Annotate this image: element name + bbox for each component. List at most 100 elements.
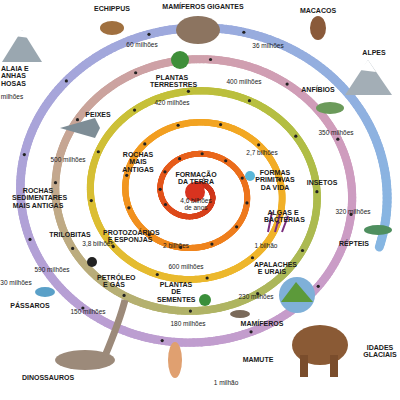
era-label: FORMAÇÃO DA TERRA xyxy=(174,171,218,186)
time-marker xyxy=(161,339,164,342)
time-marker xyxy=(54,181,57,184)
era-label: PETRÓLEO E GÁS xyxy=(97,274,131,289)
reptile-icon xyxy=(364,225,392,235)
time-marker xyxy=(156,273,159,276)
time-marker xyxy=(134,71,137,74)
era-label: ALPES xyxy=(362,49,385,56)
era-label: RÉPTEIS xyxy=(339,240,369,247)
amphibian-icon xyxy=(316,102,344,114)
landscape-icon xyxy=(279,277,315,313)
plant-icon xyxy=(171,51,189,69)
time-marker xyxy=(23,153,26,156)
time-marker xyxy=(97,150,100,153)
time-marker xyxy=(76,118,79,121)
snow-cap xyxy=(360,60,376,72)
era-label: TRILOBITAS xyxy=(49,231,90,238)
time-marker xyxy=(251,256,254,259)
time-marker xyxy=(315,190,318,193)
time-marker xyxy=(164,203,167,206)
time-marker xyxy=(294,135,297,138)
time-marker xyxy=(245,201,248,204)
era-label: INSETOS xyxy=(307,179,338,186)
time-marker xyxy=(90,199,93,202)
time-marker xyxy=(317,285,320,288)
time-marker xyxy=(257,143,260,146)
time-label: 60 milhões xyxy=(126,42,157,49)
era-label: PLANTAS TERRESTRES xyxy=(150,74,194,89)
mammal-icon xyxy=(176,16,220,44)
time-marker xyxy=(122,294,125,297)
time-label: 1 bilhão xyxy=(255,243,278,250)
era-label: DINOSSAUROS xyxy=(22,374,74,381)
time-label: 350 milhões xyxy=(318,130,353,137)
spiral-segment xyxy=(379,243,380,247)
time-marker xyxy=(206,276,209,279)
time-label: 600 milhões xyxy=(168,264,203,271)
era-label: IDADES GLACIAIS xyxy=(363,344,397,359)
time-marker xyxy=(65,79,68,82)
time-marker xyxy=(241,176,244,179)
era-label: ALGAS E BACTÉRIAS xyxy=(264,209,302,224)
time-marker xyxy=(143,142,146,145)
time-marker xyxy=(336,138,339,141)
time-label: 4,6 bilhões de anos xyxy=(176,198,216,212)
spiral-segment xyxy=(160,171,166,177)
era-label: PLANTAS DE SEMENTES xyxy=(157,281,195,303)
mammoth-leg xyxy=(300,355,308,377)
time-marker xyxy=(177,124,180,127)
spiral-segment xyxy=(161,170,167,176)
era-label: MAMÍFEROS GIGANTES xyxy=(162,3,243,10)
human-icon xyxy=(168,342,182,378)
mammoth-leg xyxy=(330,355,338,377)
time-marker xyxy=(127,206,130,209)
time-marker xyxy=(187,90,190,93)
time-label: 590 milhões xyxy=(34,267,69,274)
era-label: MACACOS xyxy=(300,7,336,14)
spiral-segment xyxy=(238,172,244,179)
time-marker xyxy=(235,225,238,228)
time-label: 2,7 bilhões xyxy=(246,150,277,157)
era-label: PEIXES xyxy=(85,111,110,118)
bird-icon xyxy=(35,287,55,297)
cell-icon xyxy=(245,171,255,181)
dinosaur-neck xyxy=(105,300,125,356)
time-label: 36 milhões xyxy=(252,43,283,50)
spiral-segment xyxy=(174,157,181,163)
era-label: FORMAS PRIMITIVAS DA VIDA xyxy=(253,169,297,191)
time-label: 230 milhões xyxy=(238,294,273,301)
spiral-segment xyxy=(220,156,227,162)
time-marker xyxy=(209,58,212,61)
snow-cap xyxy=(14,30,30,38)
time-label: 1 milhão xyxy=(214,380,239,387)
time-marker xyxy=(248,99,251,102)
time-marker xyxy=(71,247,74,250)
era-label: MAMUTE xyxy=(243,356,274,363)
time-marker xyxy=(28,238,31,241)
time-label: 2 bilhões xyxy=(163,243,189,250)
hill-icon xyxy=(281,282,313,302)
time-marker xyxy=(286,82,289,85)
mountain-icon xyxy=(2,30,42,62)
era-label: ANFÍBIOS xyxy=(301,86,334,93)
era-label: ROCHAS SEDIMENTARES MAIS ANTIGAS xyxy=(12,187,64,209)
seed-plant-icon xyxy=(199,294,211,306)
monkey-icon xyxy=(310,16,326,40)
time-marker xyxy=(159,188,162,191)
spiral-segment xyxy=(164,203,170,209)
time-marker xyxy=(189,309,192,312)
spiral-segment xyxy=(234,222,241,229)
time-marker xyxy=(147,33,150,36)
time-marker xyxy=(125,174,128,177)
time-label: 180 milhões xyxy=(170,321,205,328)
spiral-band xyxy=(20,28,387,343)
time-marker xyxy=(219,123,222,126)
small-mammal-icon xyxy=(230,310,250,318)
horse-icon xyxy=(100,21,124,35)
time-marker xyxy=(242,31,245,34)
era-label: MAMÍFEROS xyxy=(241,320,284,327)
time-label: 400 milhões xyxy=(226,79,261,86)
time-label: 320 milhões xyxy=(335,209,370,216)
era-label: PÁSSAROS xyxy=(10,302,49,309)
fish-icon xyxy=(60,118,100,138)
